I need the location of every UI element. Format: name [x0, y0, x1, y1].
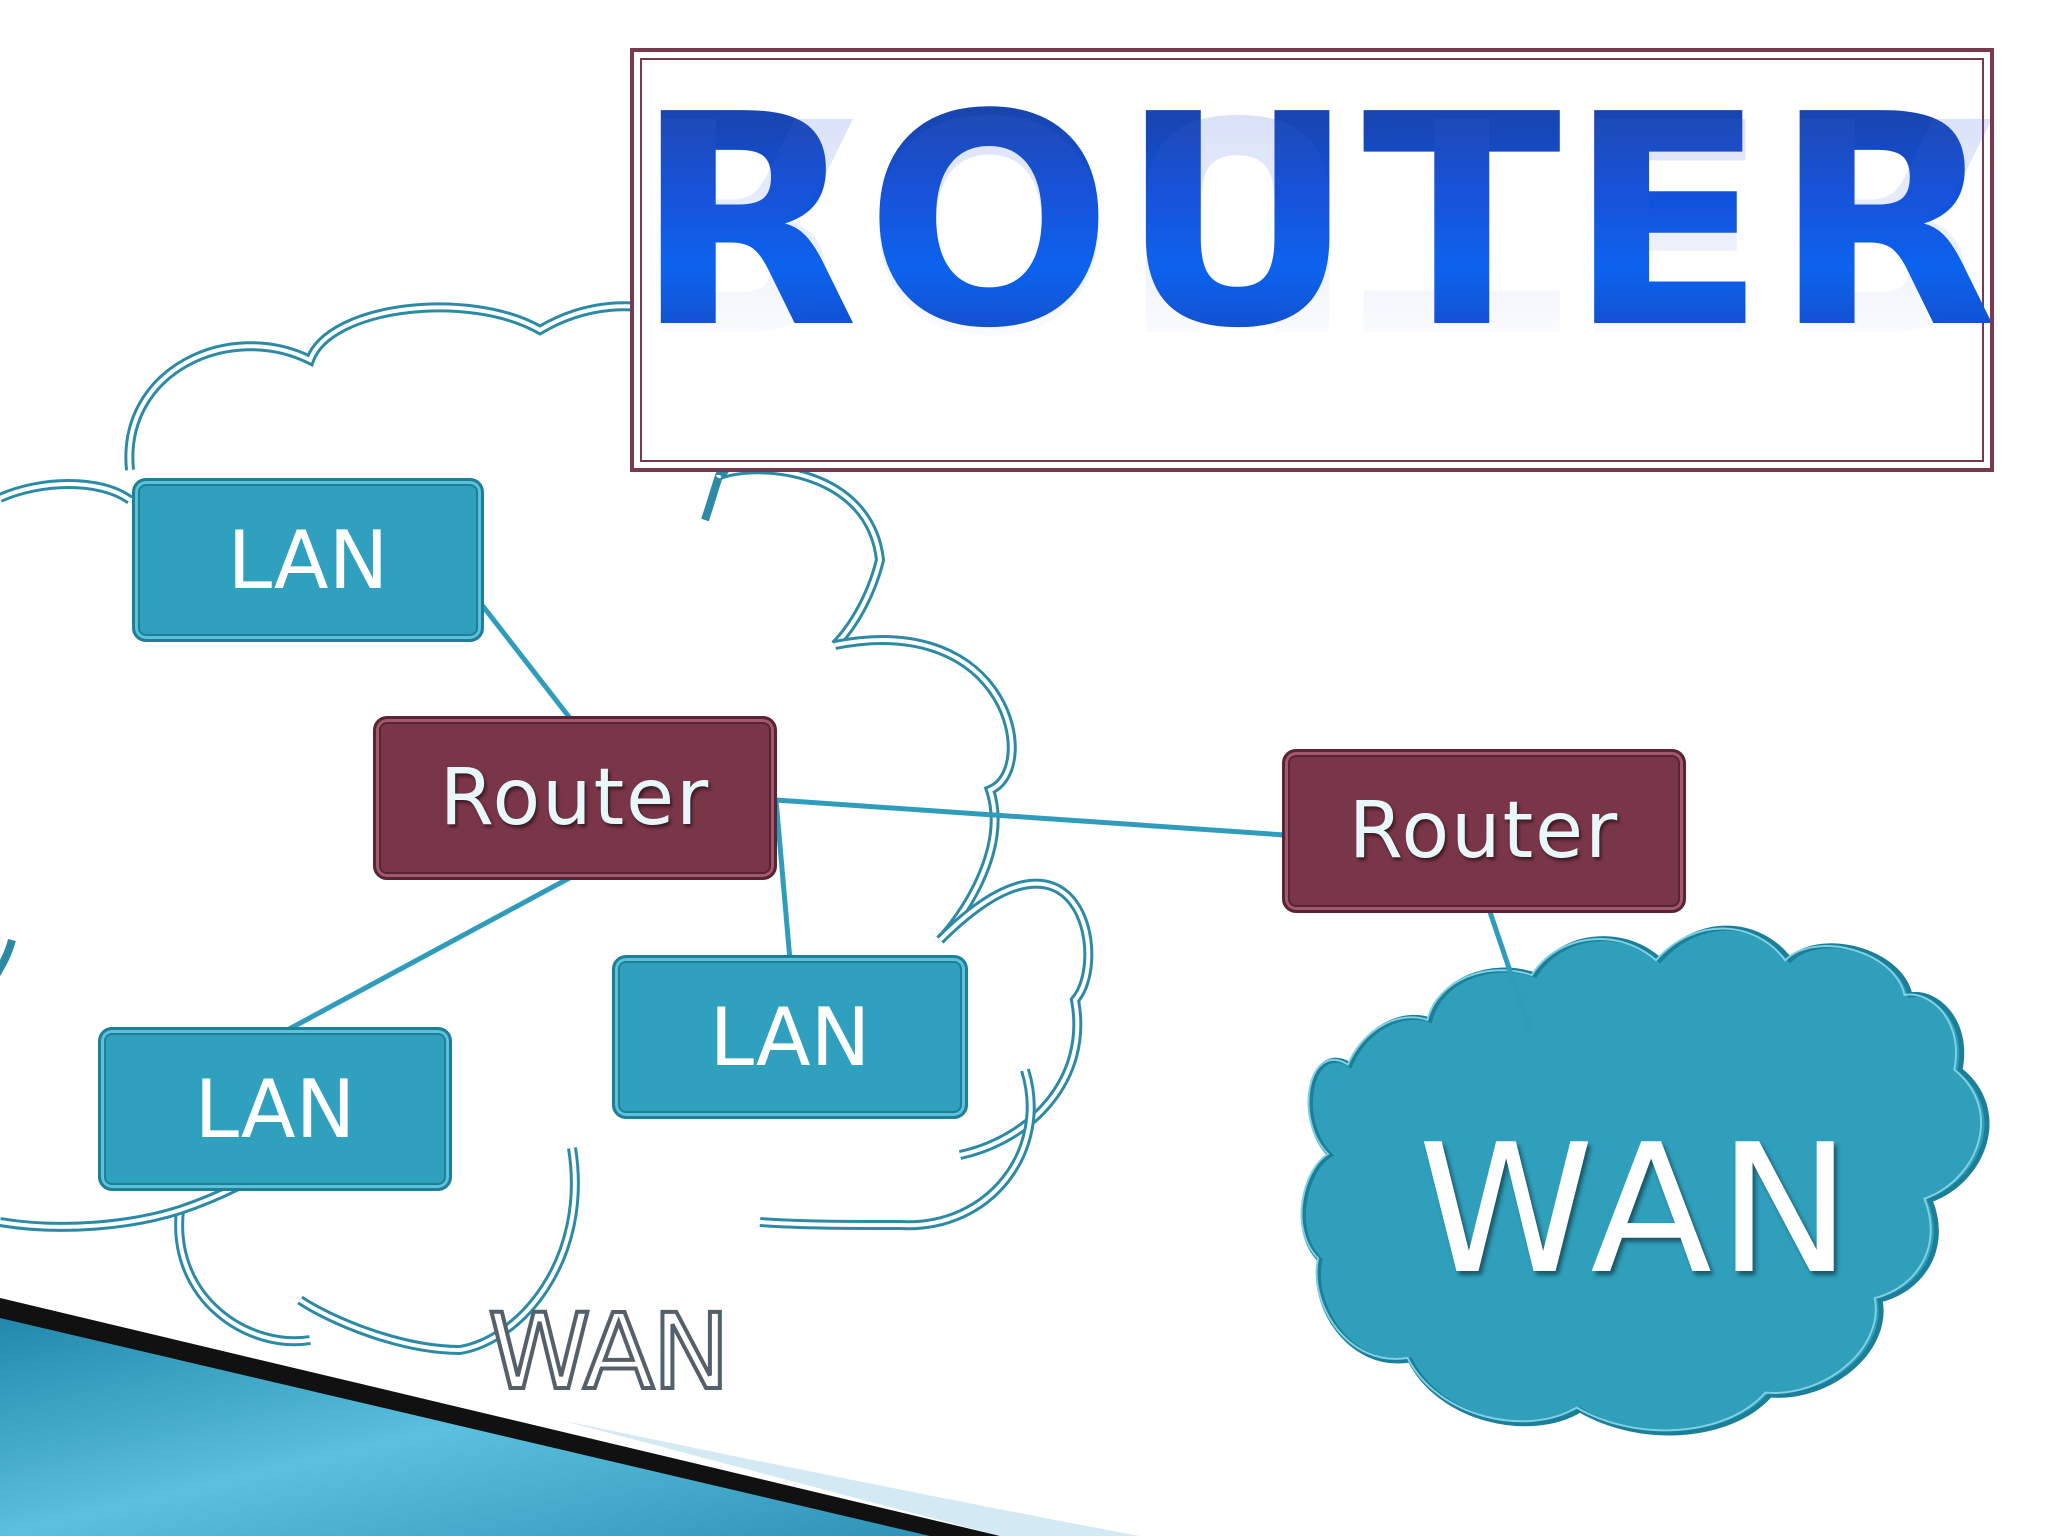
page-title-reflection: ROUTER	[634, 50, 1994, 390]
page-title: ROUTER	[634, 52, 1994, 392]
router-node-right: Router	[1282, 749, 1686, 913]
link-router-right-wan	[1487, 911, 1533, 1031]
title-frame: ROUTER ROUTER	[630, 48, 1994, 472]
router-node-left: Router	[373, 716, 777, 880]
link-router-left-lan-bottom-mid	[773, 799, 793, 961]
lan-node-bottom-left: LAN	[98, 1027, 452, 1191]
wan-label-left: WAN	[486, 1291, 732, 1413]
link-lines	[276, 603, 1533, 1038]
wan-cloud-right	[1300, 925, 1990, 1436]
router-node-left-label: Router	[439, 753, 711, 843]
router-node-right-label: Router	[1348, 786, 1620, 876]
lan-node-bottom-mid: LAN	[612, 955, 968, 1119]
lan-node-bottom-mid-label: LAN	[709, 990, 871, 1084]
link-router-left-lan-bottom-left	[276, 872, 577, 1038]
corner-swoosh-decoration	[0, 1298, 1140, 1536]
lan-node-top: LAN	[132, 478, 484, 642]
lan-node-bottom-left-label: LAN	[194, 1062, 356, 1156]
link-lan-top-router-left	[480, 603, 575, 724]
link-router-left-router-right	[775, 797, 1286, 838]
wan-label-right: WAN	[1418, 1106, 1858, 1313]
lan-node-top-label: LAN	[227, 513, 389, 607]
